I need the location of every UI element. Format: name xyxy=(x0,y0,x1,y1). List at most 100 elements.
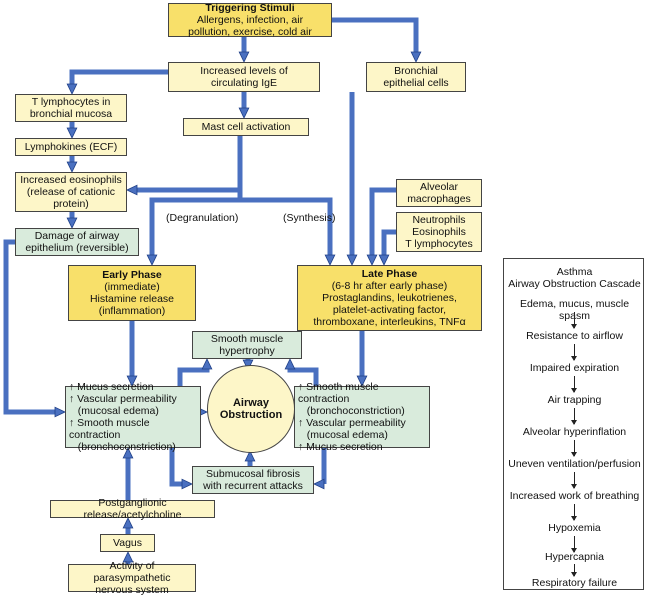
arrow-ige-mast-head xyxy=(238,107,250,119)
arrow-fibrosis-airway-head xyxy=(244,450,256,462)
cascade-step: Resistance to airflow xyxy=(526,330,623,342)
late-line: thromboxane, interleukins, TNFα xyxy=(313,316,466,328)
arrow-right-hypertrophy xyxy=(287,367,319,386)
late-effects-box: ↑ Smooth muscle contraction (bronchocons… xyxy=(294,381,430,453)
arrow-eosin-damage-head xyxy=(66,217,78,229)
postgang-text: Postganglionic release/acetylcholine xyxy=(83,497,182,521)
airway-line: Airway xyxy=(232,397,270,409)
late-effect-line: (mucosal edema) xyxy=(298,429,388,441)
lymphokines-text: Lymphokines (ECF) xyxy=(24,141,118,153)
cascade-step: Alveolar hyperinflation xyxy=(522,426,627,438)
arrow-alveolar-late xyxy=(369,187,396,255)
cascade-subtitle: Airway Obstruction Cascade xyxy=(508,278,641,290)
late-phase-box: Late Phase (6-8 hr after early phase) Pr… xyxy=(297,265,482,331)
arrow-left-hypertrophy-head xyxy=(201,358,213,370)
arrow-left-fibrosis-head xyxy=(181,478,193,490)
early-effects-box: ↑ Mucus secretion ↑ Vascular permeabilit… xyxy=(65,381,201,453)
early-line: Histamine release xyxy=(89,293,175,305)
degranulation-label: (Degranulation) xyxy=(166,212,239,224)
arrow-mast-eosin-head xyxy=(126,184,138,196)
late-line: Prostaglandins, leukotrienes, xyxy=(322,292,457,304)
arrow-damage-effects xyxy=(3,239,55,415)
airway-damage-box: Damage of airway epithelium (reversible) xyxy=(15,228,139,256)
arrow-mast-eosin xyxy=(137,136,243,193)
early-line: (inflammation) xyxy=(98,305,166,317)
cascade-arrow xyxy=(571,408,577,425)
damage-line: Damage of airway xyxy=(34,230,120,242)
early-title: Early Phase xyxy=(102,269,162,281)
parasym-line: nervous system xyxy=(95,584,169,596)
arrow-trigger-bronchial xyxy=(332,17,419,52)
late-effect-line: (bronchoconstriction) xyxy=(298,405,405,417)
neutro-line: Eosinophils xyxy=(412,226,466,238)
bronchial-line: Bronchial xyxy=(394,65,438,77)
arrow-late-effects-head xyxy=(356,375,368,387)
early-phase-box: Early Phase (immediate) Histamine releas… xyxy=(68,265,196,321)
fibrosis-line: with recurrent attacks xyxy=(203,480,303,492)
postganglionic-box: Postganglionic release/acetylcholine xyxy=(50,497,215,521)
tlymph-line: bronchial mucosa xyxy=(29,108,113,120)
arrow-neutro-late-head xyxy=(378,254,390,266)
smooth-muscle-hypertrophy-box: Smooth muscle hypertrophy xyxy=(192,331,302,359)
late-effect-line: ↑ Smooth muscle contraction xyxy=(298,381,379,405)
cascade-step: Uneven ventilation/perfusion xyxy=(508,458,641,470)
arrow-parasym-vagus-head xyxy=(122,551,134,563)
early-effect-line: ↑ Vascular permeability xyxy=(69,393,177,405)
arrow-right-fibrosis-head xyxy=(313,478,325,490)
arrow-vagus-postgang-head xyxy=(122,517,134,529)
vagus-box: Vagus xyxy=(100,534,155,552)
eosinophils-box: Increased eosinophils (release of cation… xyxy=(15,172,127,212)
bronchial-epithelial-box: Bronchial epithelial cells xyxy=(366,62,466,92)
arrow-ige-tlymph-head xyxy=(66,83,78,95)
cascade-arrow xyxy=(571,344,577,361)
arrow-left-fibrosis xyxy=(169,448,182,487)
ige-line: Increased levels of xyxy=(200,65,288,77)
arrow-ige-tlymph xyxy=(69,69,168,84)
airway-line: Obstruction xyxy=(219,409,283,421)
early-effect-line: ↑ Mucus secretion xyxy=(69,381,154,393)
cascade-step: Air trapping xyxy=(547,394,602,406)
t-lymphocytes-box: T lymphocytes in bronchial mucosa xyxy=(15,94,127,122)
mast-text: Mast cell activation xyxy=(201,121,291,133)
airway-obstruction-node: Airway Obstruction xyxy=(207,365,295,453)
late-line: platelet-activating factor, xyxy=(332,304,447,316)
arrow-tlymph-lymphokines-head xyxy=(66,127,78,139)
arrow-mast-late-head xyxy=(324,254,336,266)
parasympathetic-box: Activity of parasympathetic nervous syst… xyxy=(68,560,196,596)
early-effect-line: ↑ Smooth muscle contraction xyxy=(69,417,150,441)
alveolar-macrophages-box: Alveolar macrophages xyxy=(396,179,482,207)
cascade-arrow xyxy=(571,376,577,393)
cascade-step: Hypoxemia xyxy=(548,522,601,534)
cascade-step: Respiratory failure xyxy=(531,577,618,589)
vagus-text: Vagus xyxy=(113,537,142,549)
arrow-neutro-late xyxy=(381,229,396,255)
arrow-mast-early-head xyxy=(146,254,158,266)
alveolar-line: macrophages xyxy=(407,193,471,205)
early-effect-line: (bronchoconstriction) xyxy=(69,441,176,453)
cascade-step: Impaired expiration xyxy=(529,362,620,374)
cascade-arrow xyxy=(571,440,577,457)
mast-cell-box: Mast cell activation xyxy=(183,118,309,136)
arrow-left-hypertrophy xyxy=(177,367,210,386)
fibrosis-line: Submucosal fibrosis xyxy=(206,468,300,480)
hypertrophy-line: Smooth muscle xyxy=(210,333,284,345)
cascade-arrow xyxy=(571,504,577,521)
arrow-lymphokines-eosin-head xyxy=(66,161,78,173)
synthesis-label: (Synthesis) xyxy=(283,212,336,224)
late-effect-line: ↑ Vascular permeability xyxy=(298,417,406,429)
eosin-line: (release of cationic xyxy=(26,186,116,198)
cascade-arrow xyxy=(571,564,577,577)
eosin-line: protein) xyxy=(53,198,89,210)
triggering-line: Allergens, infection, air xyxy=(196,14,304,26)
arrow-trigger-bronchial-head xyxy=(410,51,422,63)
cascade-arrow xyxy=(571,312,577,329)
triggering-stimuli-box: Triggering Stimuli Allergens, infection,… xyxy=(168,2,332,38)
late-title: Late Phase xyxy=(361,268,418,280)
bronchial-line: epithelial cells xyxy=(383,77,449,89)
cascade-title: Asthma xyxy=(556,266,593,278)
alveolar-line: Alveolar xyxy=(420,181,458,193)
neutro-line: T lymphocytes xyxy=(405,238,473,250)
arrow-damage-effects-head xyxy=(54,406,66,418)
arrow-trigger-ige-head xyxy=(238,51,250,63)
cascade-arrow xyxy=(571,536,577,553)
